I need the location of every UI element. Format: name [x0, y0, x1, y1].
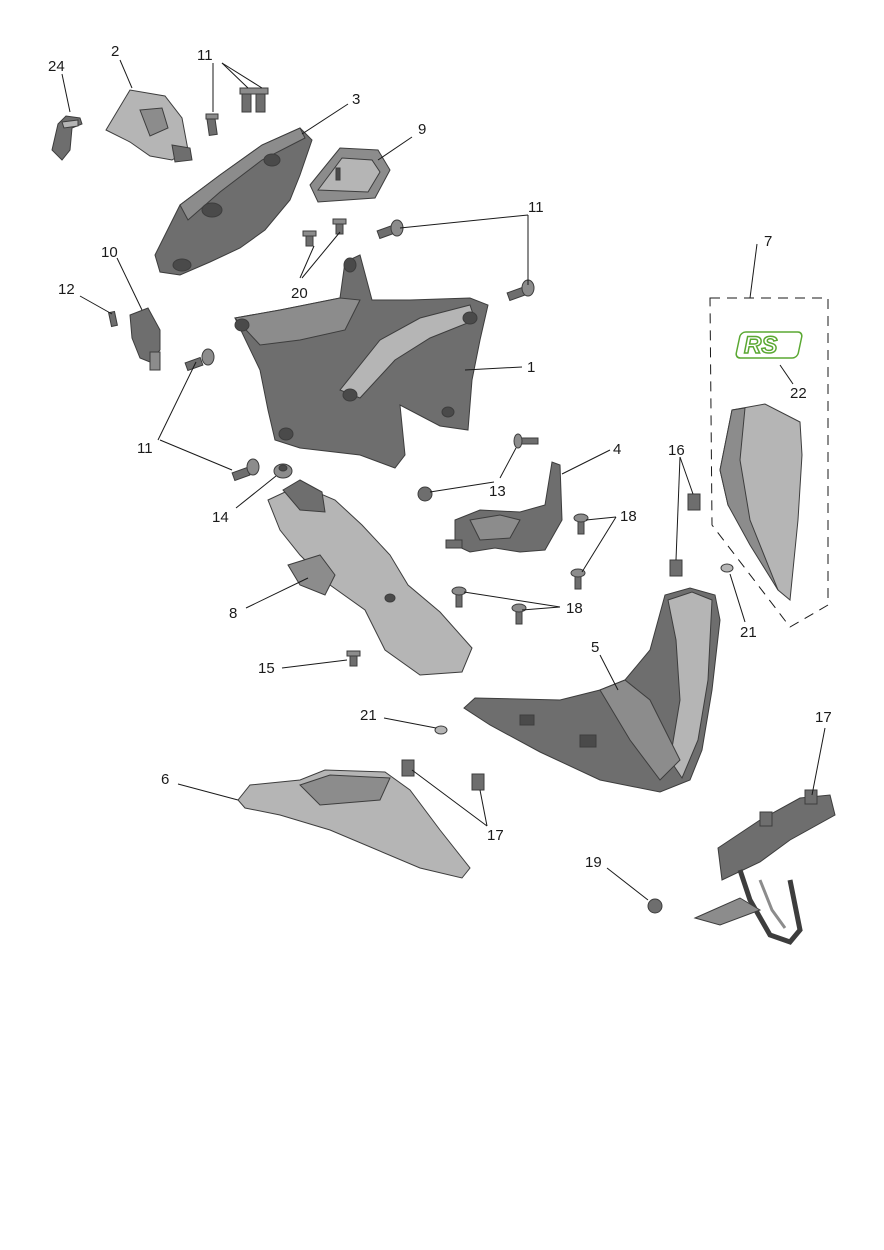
- part-20-nut: [647, 898, 663, 914]
- part-9-plate: [309, 147, 391, 203]
- part-13-pin: [108, 310, 118, 328]
- callout-23: 20: [291, 285, 308, 302]
- part-8-mudguard: [267, 479, 473, 676]
- callout-18-lower: 18: [566, 600, 583, 617]
- callout-11-left: 11: [137, 440, 153, 457]
- callout-21-right: 21: [740, 624, 757, 641]
- part-12-screws: [205, 87, 269, 137]
- callout-3: 3: [352, 91, 360, 108]
- part-24-clip: [51, 115, 83, 161]
- callout-12: 11: [197, 47, 213, 64]
- part-22-rs-badge: RS: [735, 331, 803, 360]
- callout-24: 24: [48, 58, 65, 75]
- callout-6: 6: [161, 771, 169, 788]
- callout-17-lower: 17: [487, 827, 504, 844]
- callout-20: 19: [585, 854, 602, 871]
- part-5-tail-unit: [463, 587, 721, 793]
- part-19-plate-bracket: [693, 789, 836, 945]
- part-7-group-box: [709, 297, 829, 628]
- callout-7: 7: [764, 233, 772, 250]
- callout-18-upper: 18: [620, 508, 637, 525]
- part-16-screw: [346, 650, 361, 667]
- callout-1: 1: [527, 359, 535, 376]
- callout-13: 12: [58, 281, 75, 298]
- callout-2: 2: [111, 43, 119, 60]
- callout-labels: 24 2 11 3 9 11 20 10 12 1 11 4 13 14 8 1…: [48, 43, 832, 871]
- callout-9: 9: [418, 121, 426, 138]
- part-4-bracket: [445, 461, 563, 553]
- leader-lines: [61, 59, 826, 901]
- callout-22: 22: [790, 385, 807, 402]
- part-7-side-cover: [719, 403, 803, 601]
- callout-14: 13: [489, 483, 506, 500]
- part-18-screws: [451, 513, 589, 625]
- part-3-top-bracket: [154, 127, 313, 276]
- callout-8: 8: [229, 605, 237, 622]
- part-21-washers: [434, 563, 734, 735]
- callout-17-upper: 16: [668, 442, 685, 459]
- part-11-bolts: [184, 219, 535, 482]
- callout-19: 17: [815, 709, 832, 726]
- callout-15: 14: [212, 509, 229, 526]
- part-6-side-panel: [237, 769, 471, 879]
- part-10-connector: [129, 307, 161, 371]
- callout-16: 15: [258, 660, 275, 677]
- callout-4: 4: [613, 441, 621, 458]
- part-15-grommet: [273, 463, 293, 479]
- callout-21-left: 21: [360, 707, 377, 724]
- part-17-clips: [401, 493, 701, 791]
- part-1-main-frame: [234, 254, 489, 469]
- rs-badge-text: RS: [744, 332, 777, 359]
- part-14-screw: [417, 433, 539, 502]
- part-2-bracket: [105, 89, 193, 163]
- part-23-bolts: [302, 218, 347, 247]
- callout-10: 10: [101, 244, 118, 261]
- callout-11-top: 11: [528, 199, 544, 216]
- callout-5: 5: [591, 639, 599, 656]
